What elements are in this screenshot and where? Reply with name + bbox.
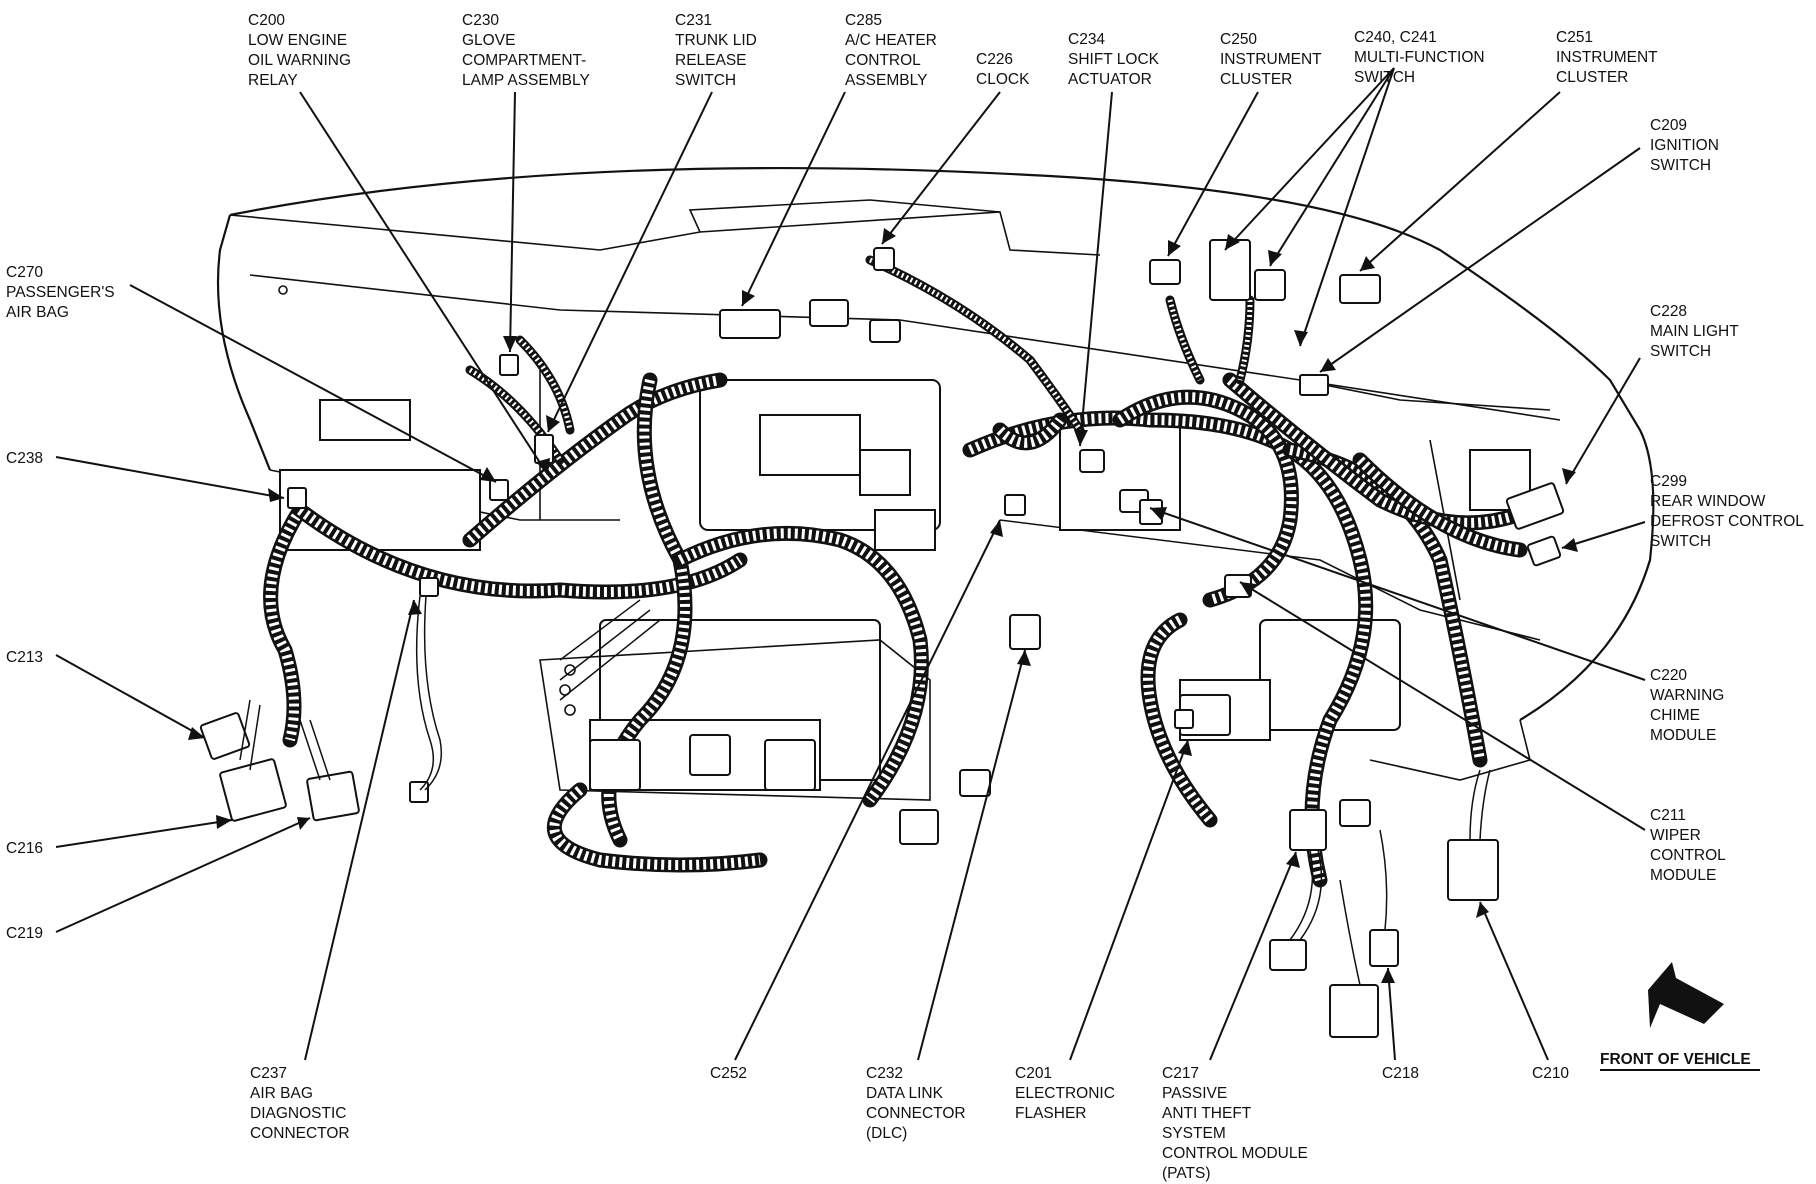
label-c251: C251 INSTRUMENT CLUSTER bbox=[1556, 29, 1662, 86]
front-of-vehicle-indicator: FRONT OF VEHICLE bbox=[1600, 962, 1760, 1071]
label-c218: C218 bbox=[1382, 1065, 1419, 1082]
label-c211: C211 WIPER CONTROL MODULE bbox=[1650, 807, 1730, 884]
label-c234: C234 SHIFT LOCK ACTUATOR bbox=[1068, 31, 1163, 88]
label-c210: C210 bbox=[1532, 1065, 1569, 1082]
label-c201: C201 ELECTRONIC FLASHER bbox=[1015, 1065, 1119, 1122]
leader-arrowheads bbox=[188, 228, 1578, 983]
wiring-harness bbox=[263, 255, 1538, 888]
label-c216: C216 bbox=[6, 840, 43, 857]
label-c209: C209 IGNITION SWITCH bbox=[1650, 117, 1723, 174]
label-c270: C270 PASSENGER'S AIR BAG bbox=[6, 264, 119, 321]
label-c238: C238 bbox=[6, 450, 43, 467]
label-c231: C231 TRUNK LID RELEASE SWITCH bbox=[675, 12, 761, 89]
label-c226: C226 CLOCK bbox=[976, 51, 1030, 88]
label-c219: C219 bbox=[6, 925, 43, 942]
front-of-vehicle-arrow-icon bbox=[1648, 962, 1724, 1028]
label-c228: C228 MAIN LIGHT SWITCH bbox=[1650, 303, 1743, 360]
leader-lines bbox=[55, 67, 1646, 1061]
label-c213: C213 bbox=[6, 649, 43, 666]
label-c230: C230 GLOVE COMPARTMENT- LAMP ASSEMBLY bbox=[462, 12, 591, 89]
label-c285: C285 A/C HEATER CONTROL ASSEMBLY bbox=[845, 12, 941, 89]
label-c252: C252 bbox=[710, 1065, 747, 1082]
connectors bbox=[199, 239, 1565, 1038]
label-c232: C232 DATA LINK CONNECTOR (DLC) bbox=[866, 1065, 970, 1142]
label-c237: C237 AIR BAG DIAGNOSTIC CONNECTOR bbox=[250, 1065, 351, 1142]
label-c220: C220 WARNING CHIME MODULE bbox=[1650, 667, 1729, 744]
label-c250: C250 INSTRUMENT CLUSTER bbox=[1220, 31, 1326, 88]
pigtail-wires bbox=[239, 595, 1491, 986]
label-c217: C217 PASSIVE ANTI THEFT SYSTEM CONTROL M… bbox=[1162, 1065, 1312, 1182]
label-c299: C299 REAR WINDOW DEFROST CONTROL SWITCH bbox=[1650, 473, 1808, 550]
front-of-vehicle-label: FRONT OF VEHICLE bbox=[1600, 1051, 1751, 1068]
label-c200: C200 LOW ENGINE OIL WARNING RELAY bbox=[248, 12, 355, 89]
labels: C200 LOW ENGINE OIL WARNING RELAY C230 G… bbox=[6, 12, 1808, 1182]
label-c240-c241: C240, C241 MULTI-FUNCTION SWITCH bbox=[1354, 29, 1489, 86]
